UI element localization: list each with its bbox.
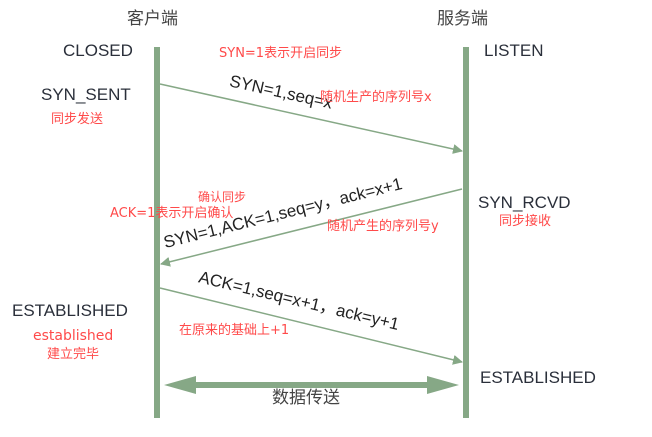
server-state-listen: LISTEN [484, 41, 544, 60]
data-transfer-label: 数据传送 [272, 388, 340, 408]
syn-ack-arrow [160, 188, 463, 267]
syn-ack-note-random-seq-y: 随机产生的序列号y [327, 219, 439, 234]
syn-note-random-seq-x: 随机生产的序列号x [320, 90, 432, 105]
client-state-established-note-en: established [33, 328, 114, 344]
client-state-established: ESTABLISHED [12, 301, 128, 320]
client-state-closed: CLOSED [63, 41, 133, 60]
client-state-syn-sent: SYN_SENT [41, 85, 131, 104]
ack-arrow [159, 287, 463, 365]
server-header: 服务端 [437, 9, 488, 29]
syn-note-enable-sync: SYN=1表示开启同步 [219, 46, 343, 61]
data-transfer-arrow [164, 376, 459, 394]
syn-arrow [159, 83, 463, 154]
server-state-syn-rcvd: SYN_RCVD [478, 193, 571, 212]
server-state-syn-rcvd-note: 同步接收 [499, 214, 552, 229]
ack-note-plus-one: 在原来的基础上+1 [179, 323, 290, 338]
client-state-established-note-cn: 建立完毕 [47, 347, 100, 362]
data-transfer-arrowhead-right [427, 376, 459, 394]
data-transfer-arrowhead-left [164, 376, 196, 394]
syn-ack-note-confirm-sync: 确认同步 [198, 190, 247, 204]
client-header: 客户端 [127, 9, 178, 29]
syn-ack-note-enable-ack: ACK=1表示开启确认 [110, 206, 234, 221]
client-state-syn-sent-note: 同步发送 [51, 112, 104, 127]
server-state-established: ESTABLISHED [480, 368, 596, 387]
